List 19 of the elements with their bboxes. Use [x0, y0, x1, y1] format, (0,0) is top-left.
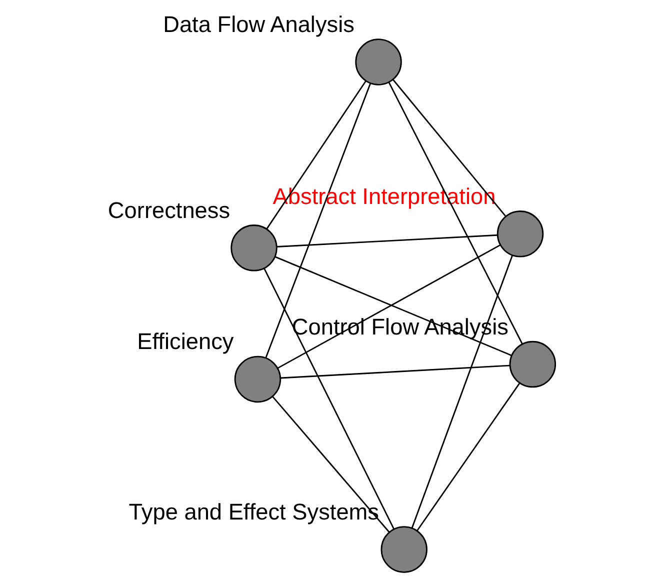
connector [416, 383, 520, 532]
connector [264, 268, 394, 530]
connector [280, 364, 510, 379]
node-circle [230, 224, 278, 272]
connector [276, 234, 498, 248]
node-circle [355, 38, 402, 86]
node-circle [496, 210, 544, 258]
connector [411, 255, 513, 528]
connector [265, 82, 372, 358]
node-label: Efficiency [137, 328, 234, 354]
node-circle [380, 526, 428, 573]
connector [266, 80, 366, 229]
connector [392, 79, 506, 216]
connector [388, 82, 523, 344]
connector [272, 396, 390, 533]
node-label: Data Flow Analysis [163, 10, 354, 37]
node-label: Correctness [108, 196, 230, 223]
node-circle [509, 340, 556, 388]
node-circle [234, 356, 282, 403]
